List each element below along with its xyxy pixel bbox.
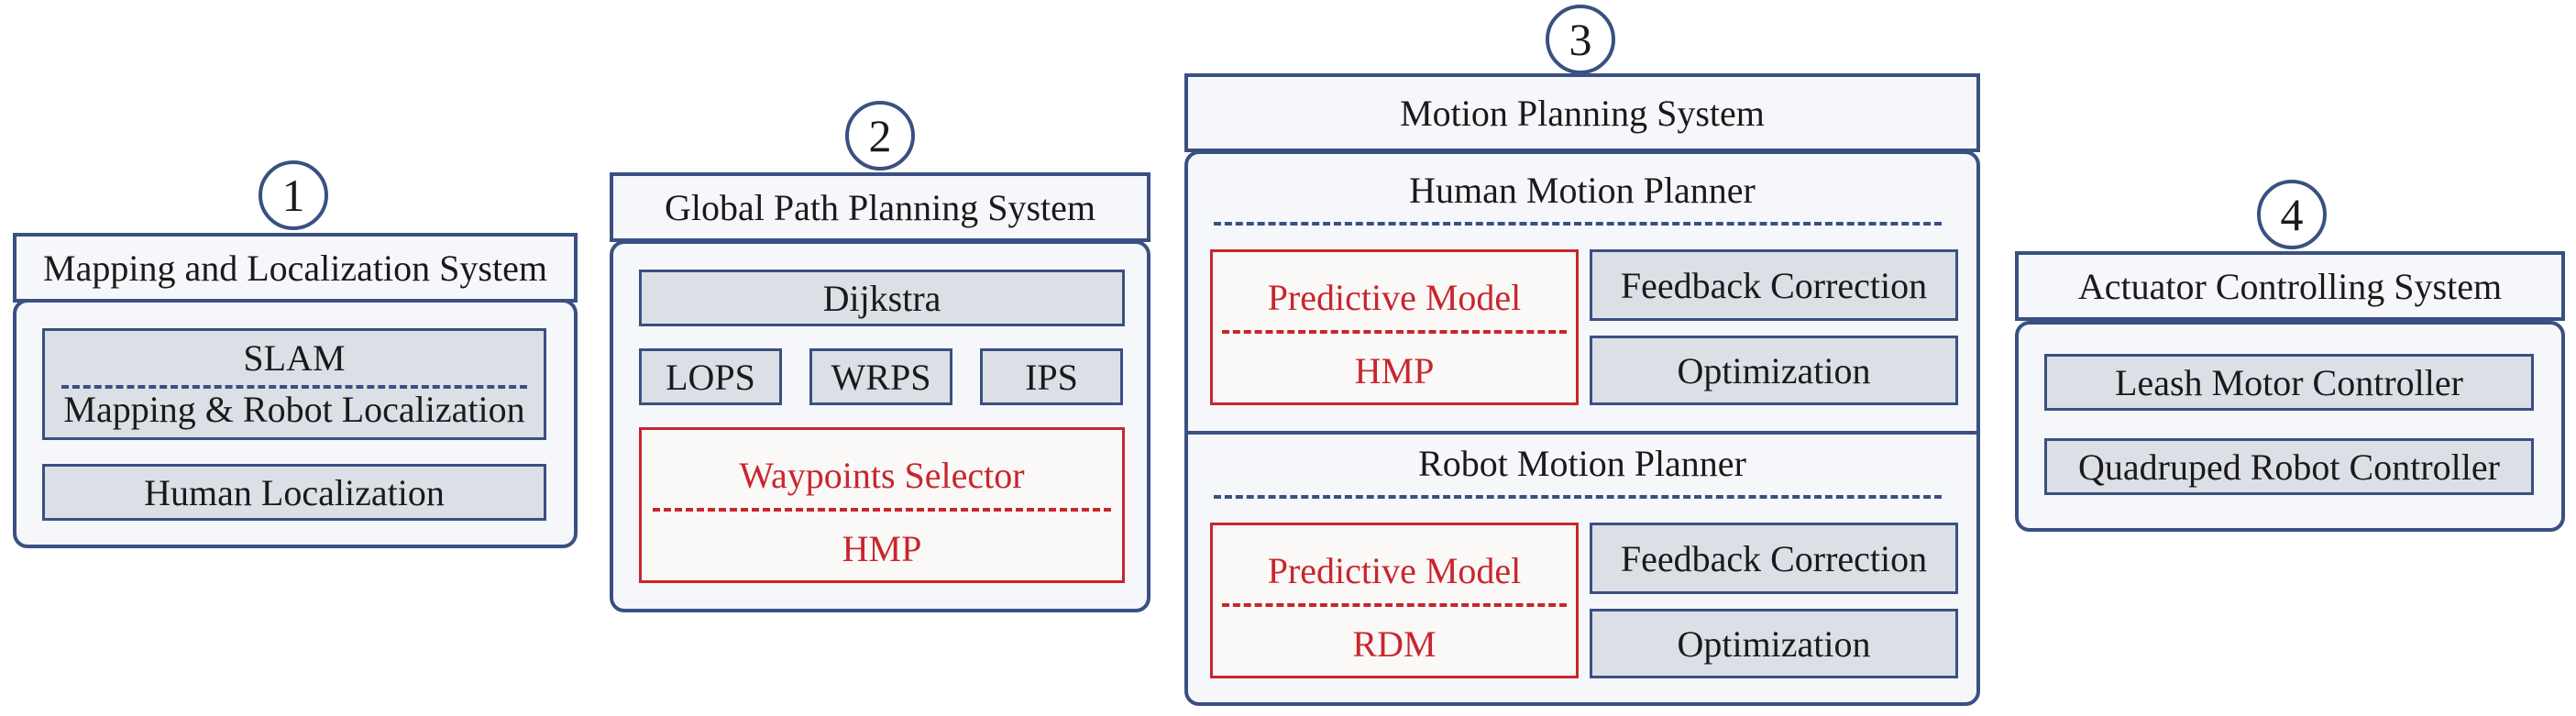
motion-planning-title: Motion Planning System xyxy=(1184,73,1980,152)
robot-planner-divider xyxy=(1214,495,1942,499)
robot-predictive-label: Predictive Model xyxy=(1267,550,1522,591)
leash-motor-controller-module: Leash Motor Controller xyxy=(2044,354,2534,411)
waypoints-selector-module: Waypoints Selector HMP xyxy=(639,427,1125,583)
mapping-localization-panel: SLAM Mapping & Robot Localization Human … xyxy=(13,299,578,548)
planner-separator xyxy=(1188,431,1976,435)
wrps-module: WRPS xyxy=(809,348,952,405)
waypoints-hmp-label: HMP xyxy=(842,528,922,569)
human-feedback-correction-module: Feedback Correction xyxy=(1590,249,1958,321)
step-number-2: 2 xyxy=(845,101,915,171)
human-predictive-model-module: Predictive Model HMP xyxy=(1210,249,1579,405)
waypoints-divider xyxy=(653,508,1111,512)
quadruped-robot-controller-module: Quadruped Robot Controller xyxy=(2044,438,2534,495)
step-number-1: 1 xyxy=(259,160,328,230)
human-hmp-label: HMP xyxy=(1354,350,1435,391)
actuator-controlling-panel: Leash Motor Controller Quadruped Robot C… xyxy=(2015,321,2565,532)
actuator-controlling-title: Actuator Controlling System xyxy=(2015,251,2565,321)
waypoints-selector-label: Waypoints Selector xyxy=(739,455,1025,496)
human-optimization-module: Optimization xyxy=(1590,336,1958,405)
robot-feedback-correction-module: Feedback Correction xyxy=(1590,523,1958,594)
motion-planning-panel: Human Motion Planner Predictive Model HM… xyxy=(1184,150,1980,706)
slam-sublabel: Mapping & Robot Localization xyxy=(63,389,525,430)
human-predictive-label: Predictive Model xyxy=(1267,277,1522,318)
ips-module: IPS xyxy=(980,348,1123,405)
slam-module: SLAM Mapping & Robot Localization xyxy=(42,328,546,440)
step-number-3: 3 xyxy=(1546,5,1615,74)
mapping-localization-title: Mapping and Localization System xyxy=(13,233,578,303)
human-motion-planner-title: Human Motion Planner xyxy=(1409,170,1756,211)
robot-rdm-label: RDM xyxy=(1352,623,1437,665)
robot-motion-planner-title: Robot Motion Planner xyxy=(1418,443,1746,484)
global-path-planning-title: Global Path Planning System xyxy=(610,172,1150,242)
slam-divider xyxy=(61,385,527,389)
global-path-planning-panel: Dijkstra LOPS WRPS IPS Waypoints Selecto… xyxy=(610,240,1150,612)
dijkstra-module: Dijkstra xyxy=(639,270,1125,326)
slam-label: SLAM xyxy=(243,337,346,379)
human-localization-module: Human Localization xyxy=(42,464,546,521)
lops-module: LOPS xyxy=(639,348,782,405)
human-predictive-divider xyxy=(1222,330,1567,334)
robot-optimization-module: Optimization xyxy=(1590,609,1958,678)
robot-predictive-divider xyxy=(1222,603,1567,607)
human-planner-divider xyxy=(1214,222,1942,226)
step-number-4: 4 xyxy=(2257,180,2327,249)
robot-predictive-model-module: Predictive Model RDM xyxy=(1210,523,1579,678)
